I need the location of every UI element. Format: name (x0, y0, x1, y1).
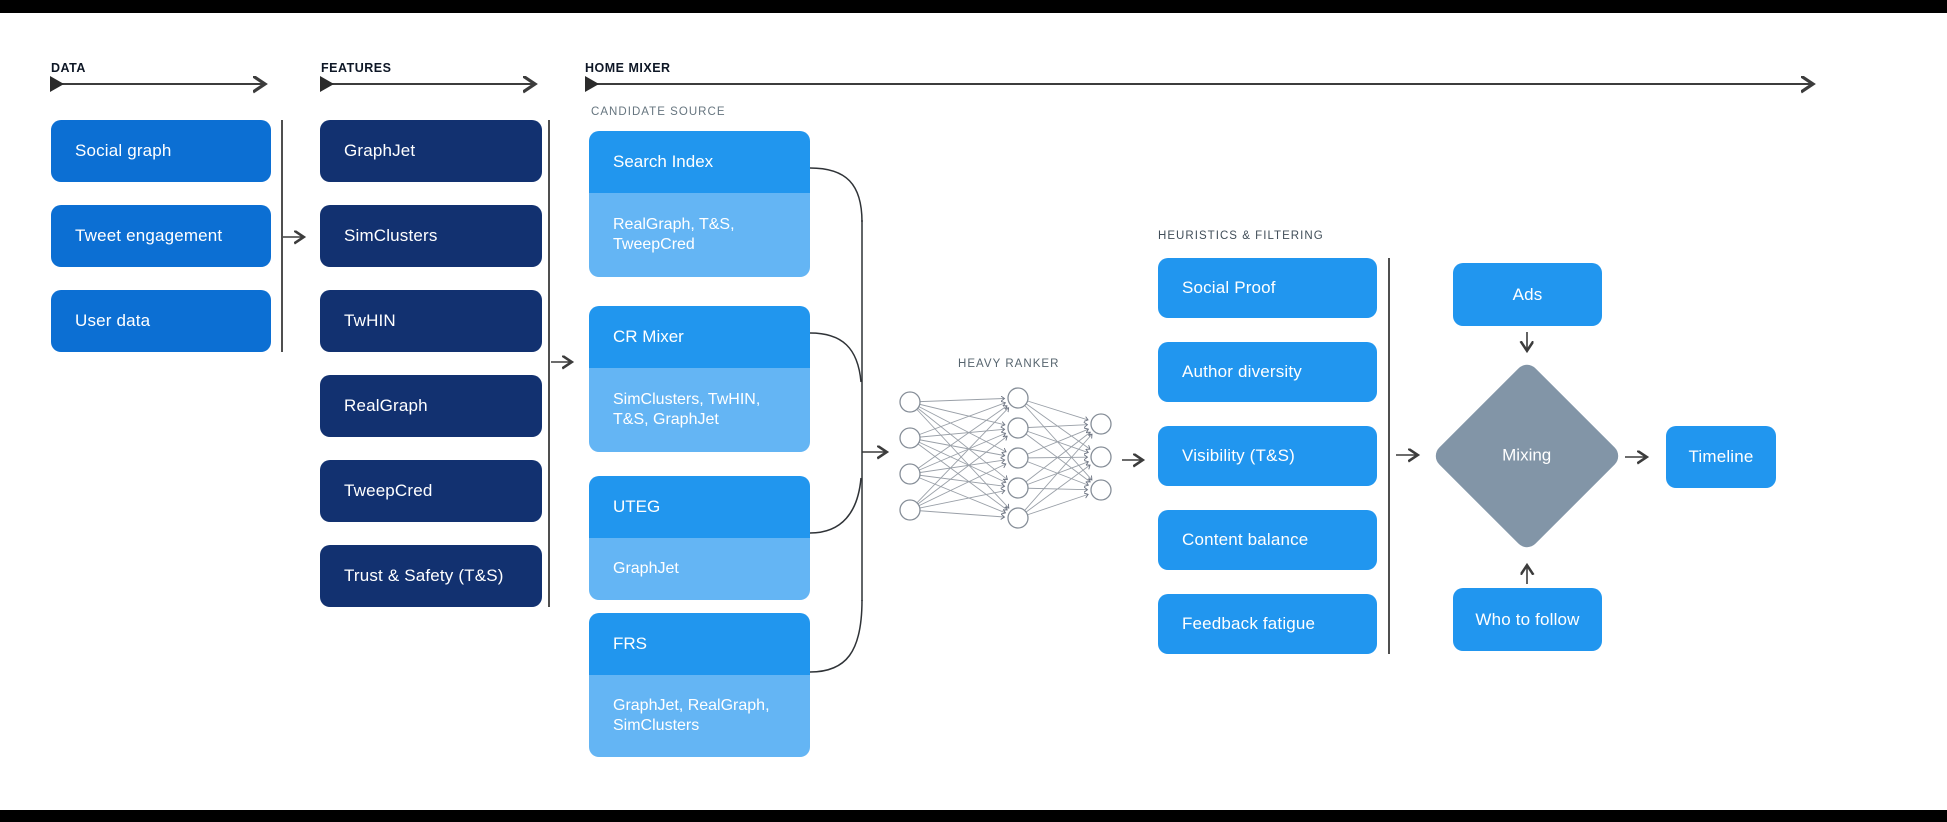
diamond-mixing: Mixing (1430, 359, 1624, 553)
nn-neuron (1007, 387, 1029, 409)
node-trust-safety: Trust & Safety (T&S) (320, 545, 542, 607)
home-mixer-header: HOME MIXER (585, 61, 671, 75)
node-timeline: Timeline (1666, 426, 1776, 488)
curve-frs (809, 599, 863, 673)
nn-neuron (899, 499, 921, 521)
top-frame-bar (0, 0, 1947, 13)
candidate-source-label: CANDIDATE SOURCE (591, 106, 726, 118)
node-graphjet: GraphJet (320, 120, 542, 182)
diamond-mixing-label: Mixing (1502, 446, 1552, 465)
card-search-index-title: Search Index (589, 131, 810, 193)
card-search-index: Search Index RealGraph, T&S, TweepCred (589, 131, 810, 277)
nn-neuron (1007, 417, 1029, 439)
node-ads: Ads (1453, 263, 1602, 326)
nn-neuron (1007, 507, 1029, 529)
heavy-ranker-label: HEAVY RANKER (958, 358, 1060, 370)
nn-neuron (899, 391, 921, 413)
card-cr-mixer-title: CR Mixer (589, 306, 810, 368)
card-uteg-title: UTEG (589, 476, 810, 538)
node-feedback-fatigue: Feedback fatigue (1158, 594, 1377, 654)
node-tweepcred: TweepCred (320, 460, 542, 522)
nn-neuron (1090, 413, 1112, 435)
nn-neuron (1007, 477, 1029, 499)
features-header: FEATURES (321, 61, 392, 75)
card-cr-mixer: CR Mixer SimClusters, TwHIN, T&S, GraphJ… (589, 306, 810, 452)
heuristics-filtering-label: HEURISTICS & FILTERING (1158, 230, 1324, 242)
node-user-data: User data (51, 290, 271, 352)
card-cr-mixer-features: SimClusters, TwHIN, T&S, GraphJet (589, 368, 810, 452)
data-header: DATA (51, 61, 86, 75)
node-who-to-follow: Who to follow (1453, 588, 1602, 651)
node-content-balance: Content balance (1158, 510, 1377, 570)
node-social-graph: Social graph (51, 120, 271, 182)
node-author-diversity: Author diversity (1158, 342, 1377, 402)
nn-neuron (899, 427, 921, 449)
node-visibility: Visibility (T&S) (1158, 426, 1377, 486)
nn-neuron (1007, 447, 1029, 469)
node-simclusters: SimClusters (320, 205, 542, 267)
node-realgraph: RealGraph (320, 375, 542, 437)
card-search-index-features: RealGraph, T&S, TweepCred (589, 193, 810, 277)
node-social-proof: Social Proof (1158, 258, 1377, 318)
card-frs-features: GraphJet, RealGraph, SimClusters (589, 675, 810, 757)
nn-neuron (899, 463, 921, 485)
card-uteg-features: GraphJet (589, 538, 810, 600)
curve-cr-mixer (809, 332, 862, 383)
node-twhin: TwHIN (320, 290, 542, 352)
curve-search-index (809, 167, 863, 223)
curve-uteg (809, 477, 862, 534)
card-uteg: UTEG GraphJet (589, 476, 810, 600)
neural-network (899, 387, 1112, 529)
nn-neuron (1090, 446, 1112, 468)
card-frs-title: FRS (589, 613, 810, 675)
node-tweet-engagement: Tweet engagement (51, 205, 271, 267)
bottom-frame-bar (0, 810, 1947, 822)
card-frs: FRS GraphJet, RealGraph, SimClusters (589, 613, 810, 757)
nn-neuron (1090, 479, 1112, 501)
